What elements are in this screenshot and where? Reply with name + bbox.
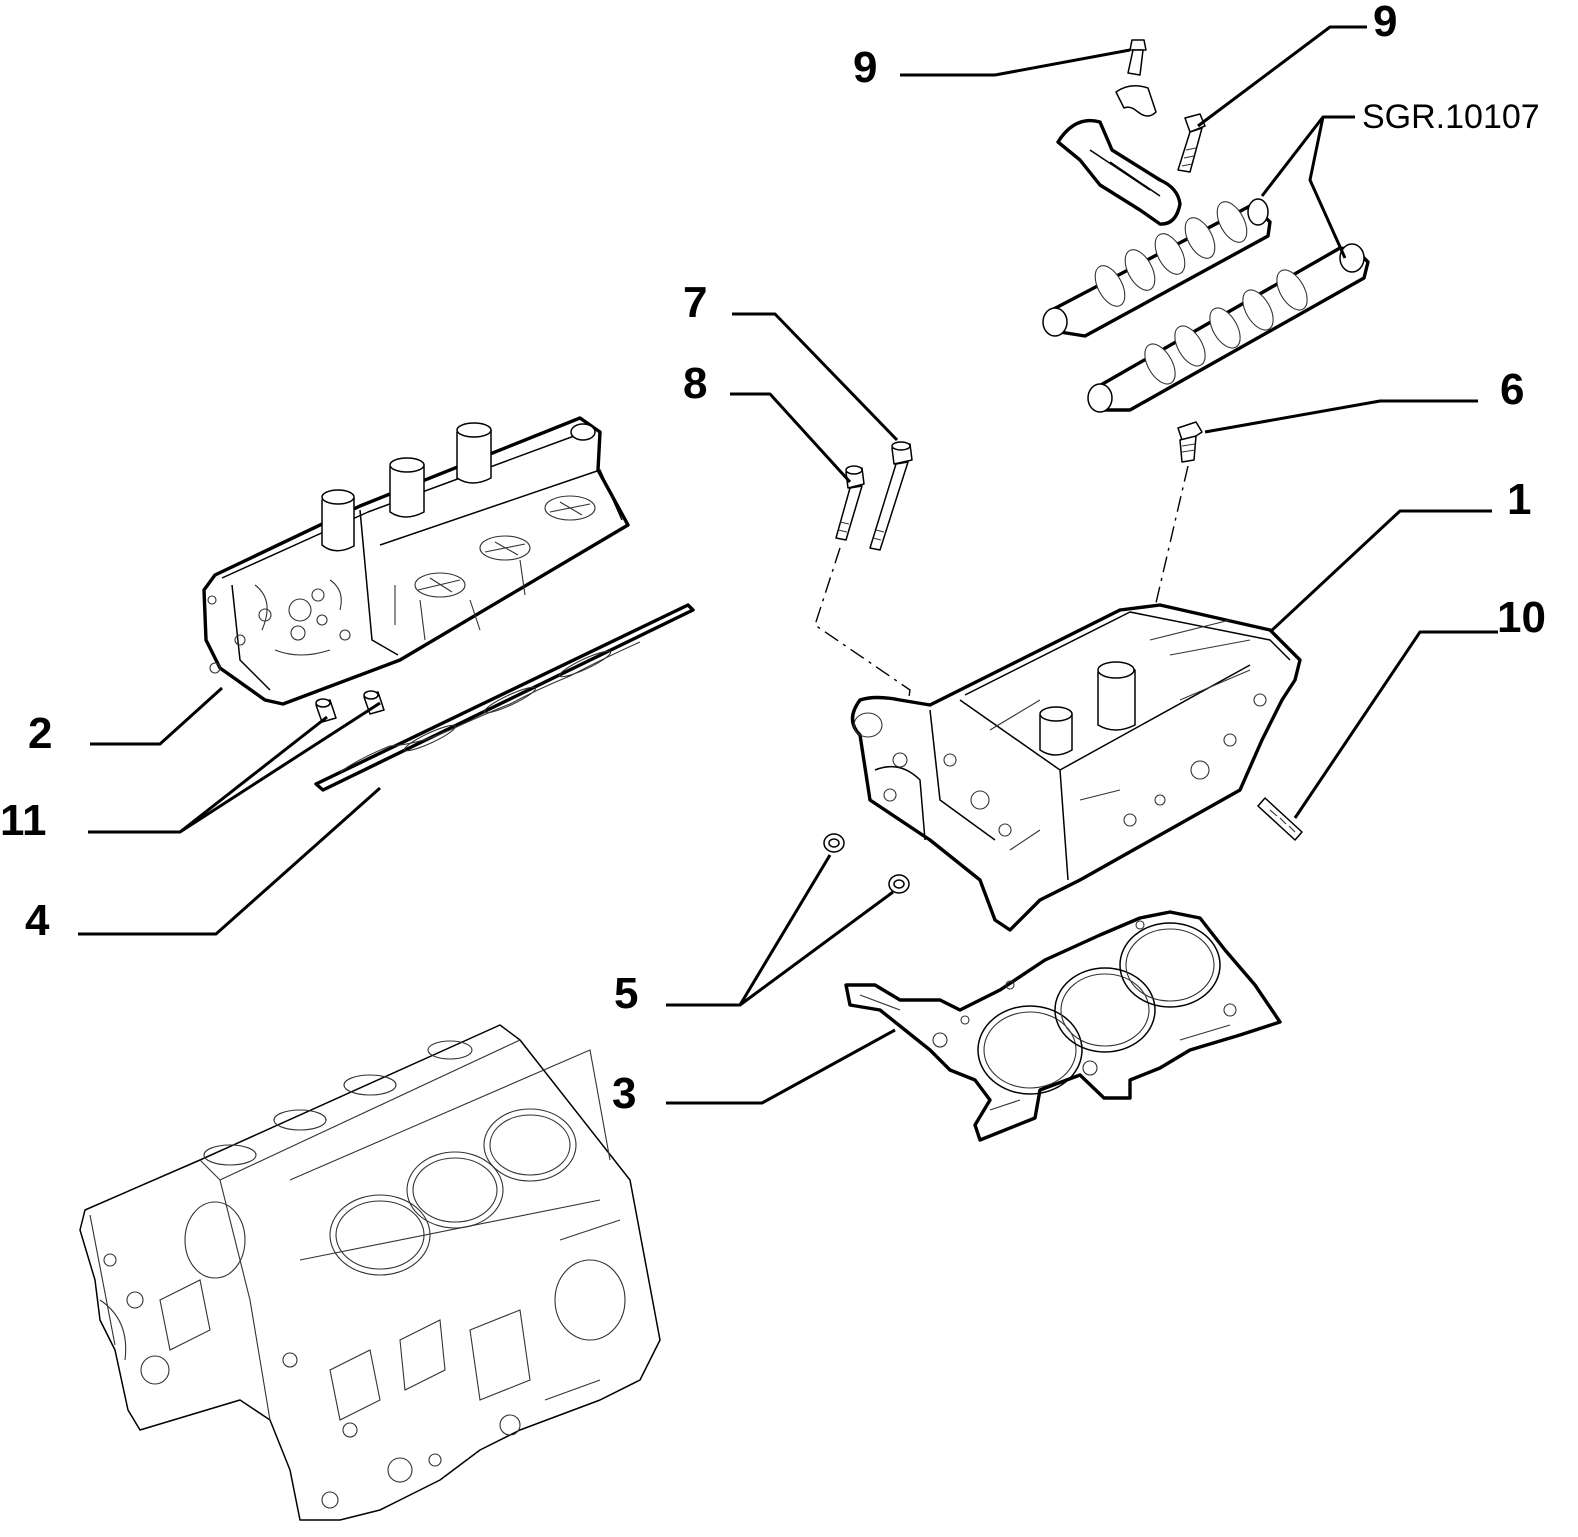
callout-4: 4 xyxy=(25,896,50,945)
callout-7: 7 xyxy=(683,278,707,327)
engine-block xyxy=(79,1024,661,1521)
reference-code: SGR.10107 xyxy=(1362,98,1540,136)
part-1-cylinder-head-right xyxy=(850,603,1302,932)
callout-2: 2 xyxy=(28,709,52,758)
callout-6: 6 xyxy=(1500,365,1524,414)
callout-5: 5 xyxy=(614,969,638,1018)
part-2-cylinder-head-left xyxy=(202,416,630,706)
callout-3: 3 xyxy=(612,1069,636,1118)
part-4-head-gasket-left xyxy=(314,603,695,792)
axis-bolt-8 xyxy=(814,547,911,791)
callout-10: 10 xyxy=(1497,593,1546,642)
part-8-head-bolt-short xyxy=(835,465,865,541)
part-10-stud xyxy=(1257,797,1303,841)
part-6-bolt xyxy=(1177,421,1203,463)
callout-8: 8 xyxy=(683,359,707,408)
callout-1: 1 xyxy=(1507,475,1531,524)
callout-9-left: 9 xyxy=(853,43,877,92)
callout-9-right: 9 xyxy=(1373,0,1397,46)
callout-11: 11 xyxy=(0,796,47,845)
part-9-camshaft-cap-and-bolts xyxy=(1056,39,1206,226)
part-3-head-gasket-right xyxy=(844,910,1282,1142)
part-5-seals xyxy=(823,833,910,894)
part-7-head-bolt-long xyxy=(869,441,913,551)
leader-lines xyxy=(78,25,1498,1105)
camshafts-sgr-10107 xyxy=(1042,198,1370,413)
